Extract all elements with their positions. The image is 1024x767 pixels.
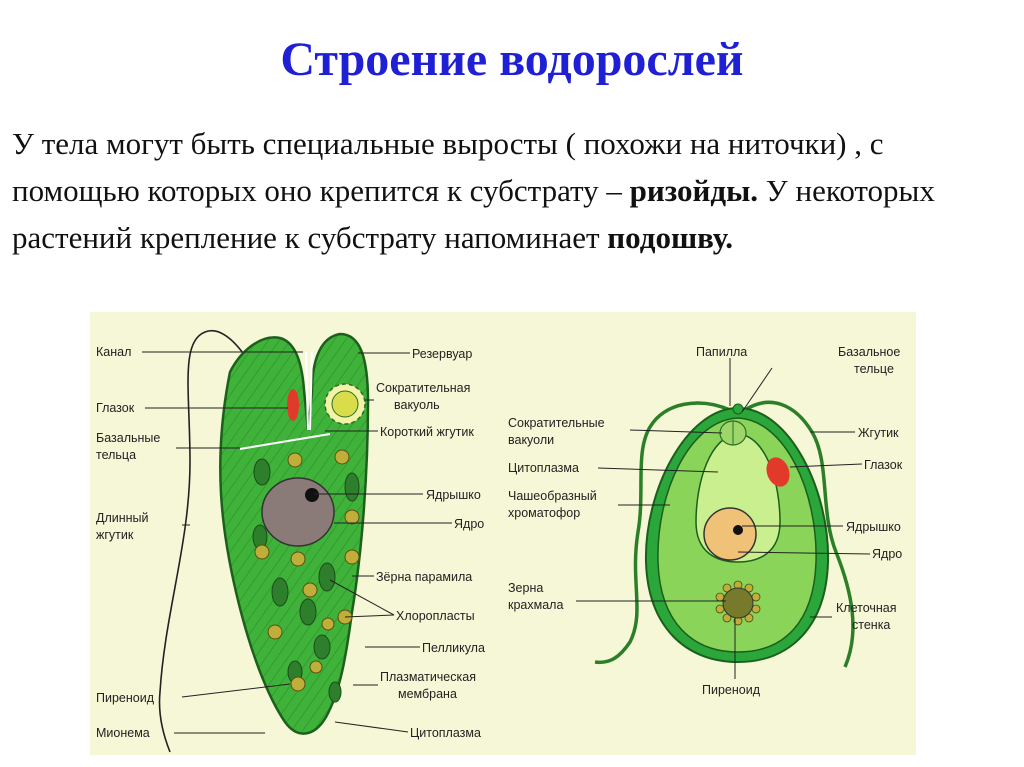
label-sokr-vakuoli-2: вакуоли xyxy=(508,433,554,447)
euglena-nucleus xyxy=(261,477,335,547)
slide-title: Строение водорослей xyxy=(280,33,744,86)
label-sokr-1: Сократительная xyxy=(376,381,470,395)
slide-body-text: У тела могут быть специальные выросты ( … xyxy=(12,120,1012,261)
label-mionema: Мионема xyxy=(96,726,150,740)
label-glazok: Глазок xyxy=(96,401,135,415)
text-term-rhizoids: ризойды. xyxy=(629,173,759,208)
euglena-canal xyxy=(305,351,313,431)
label-pirenoid-c: Пиреноид xyxy=(702,683,761,697)
label-dlinny-1: Длинный xyxy=(96,511,149,525)
label-bazalnoe-2: тельце xyxy=(854,362,894,376)
text-part-1: У тела могут быть специальные выросты ( … xyxy=(12,126,884,208)
label-glazok-c: Глазок xyxy=(864,458,903,472)
label-sokr-vakuoli-1: Сократительные xyxy=(508,416,605,430)
text-part-2: У некоторых растений крепление к субстра… xyxy=(12,173,935,255)
label-yadryshko-c: Ядрышко xyxy=(846,520,901,534)
label-plazm-1: Плазматическая xyxy=(380,670,476,684)
chlamydomonas-leader-lines xyxy=(576,358,871,679)
chlamydomonas-pyrenoid xyxy=(722,587,754,619)
chlamydomonas-flagellum-left xyxy=(594,401,731,665)
diagram-svg: Канал Глазок Базальные тельца Длинный жг… xyxy=(96,329,903,753)
euglena-drawing xyxy=(158,329,370,753)
euglena-nucleolus xyxy=(305,488,319,502)
text-term-sole: подошву. xyxy=(607,220,733,255)
label-sokr-2: вакуоль xyxy=(394,398,440,412)
label-zerna-1: Зерна xyxy=(508,581,543,595)
label-citoplazma-c: Цитоплазма xyxy=(508,461,579,475)
label-yadro: Ядро xyxy=(454,517,484,531)
label-yadryshko: Ядрышко xyxy=(426,488,481,502)
algae-diagram: Канал Глазок Базальные тельца Длинный жг… xyxy=(90,312,916,755)
label-dlinny-2: жгутик xyxy=(96,528,134,542)
chlamydomonas-nucleus xyxy=(703,507,757,561)
label-rezervuar: Резервуар xyxy=(412,347,472,361)
chlamydomonas-eyespot xyxy=(766,457,790,487)
label-pirenoid: Пиреноид xyxy=(96,691,155,705)
chlamydomonas-flagellum-right xyxy=(744,400,855,668)
label-chash-2: хроматофор xyxy=(508,506,580,520)
euglena-paramylon-grains xyxy=(254,449,360,692)
euglena-eyespot xyxy=(287,389,299,421)
label-yadro-c: Ядро xyxy=(872,547,902,561)
label-plazm-2: мембрана xyxy=(398,687,457,701)
chlamydomonas-starch-grains xyxy=(715,580,761,626)
label-bazalnye-1: Базальные xyxy=(96,431,160,445)
chlamydomonas-papilla xyxy=(732,403,744,415)
chlamydomonas-nucleolus xyxy=(733,525,743,535)
label-bazalnoe-1: Базальное xyxy=(838,345,900,359)
label-zhgutik: Жгутик xyxy=(858,426,899,440)
euglena-leader-lines xyxy=(142,351,452,734)
label-kletochnaya-1: Клеточная xyxy=(836,601,897,615)
euglena-labels: Канал Глазок Базальные тельца Длинный жг… xyxy=(96,345,485,740)
label-citoplazma: Цитоплазма xyxy=(410,726,481,740)
label-bazalnye-2: тельца xyxy=(96,448,136,462)
label-kletochnaya-2: стенка xyxy=(852,618,890,632)
label-hloroplasty: Хлоропласты xyxy=(396,609,475,623)
label-korotky: Короткий жгутик xyxy=(380,425,474,439)
label-pellikula: Пелликула xyxy=(422,641,485,655)
chlamydomonas-labels: Папилла Сократительные вакуоли Цитоплазм… xyxy=(508,345,903,697)
label-kanal: Канал xyxy=(96,345,131,359)
label-chash-1: Чашеобразный xyxy=(508,489,597,503)
euglena-contractile-vacuole xyxy=(331,390,359,418)
label-papilla: Папилла xyxy=(696,345,747,359)
euglena-long-flagellum xyxy=(158,329,277,753)
label-zerna-paramila: Зёрна парамила xyxy=(376,570,472,584)
label-zerna-2: крахмала xyxy=(508,598,563,612)
chlamydomonas-drawing xyxy=(594,400,855,668)
